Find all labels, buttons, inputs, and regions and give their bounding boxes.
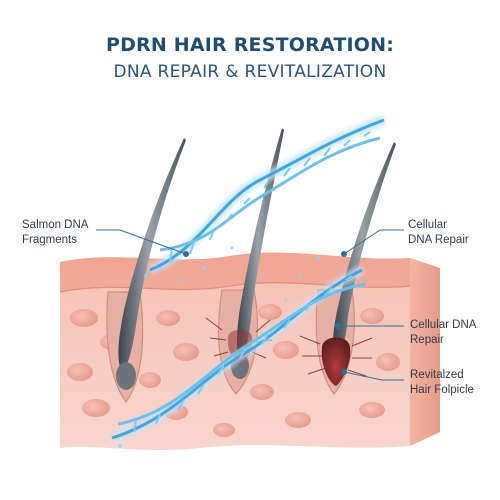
title-main: PDRN HAIR RESTORATION: (105, 34, 395, 56)
dermis-cells (67, 304, 400, 437)
hair-shaft-right (333, 142, 396, 364)
leader-revitalized-follicle (343, 371, 404, 381)
capillaries (205, 317, 373, 377)
label-cellular-repair-mid: Cellular DNA Repair (410, 319, 477, 346)
leader-cellular-repair-top (343, 229, 404, 255)
hair-shaft-left (118, 138, 186, 372)
title-sub: DNA REPAIR & REVITALIZATION (113, 62, 387, 82)
skin-block-side (410, 258, 440, 446)
label-salmon-dna: Salmon DNA Fragments (22, 219, 89, 246)
hair-shafts (118, 128, 396, 372)
dna-fragments (118, 246, 320, 448)
label-revitalized-follicle: Revitalzed Hair Folpicle (410, 369, 474, 396)
dna-helix-upper (148, 115, 386, 275)
leader-lines (96, 229, 404, 381)
hair-shaft-middle (237, 128, 284, 364)
leader-salmon-dna (96, 229, 187, 255)
label-cellular-repair-top: Cellular DNA Repair (408, 219, 469, 246)
dna-helix-lower (110, 265, 367, 443)
